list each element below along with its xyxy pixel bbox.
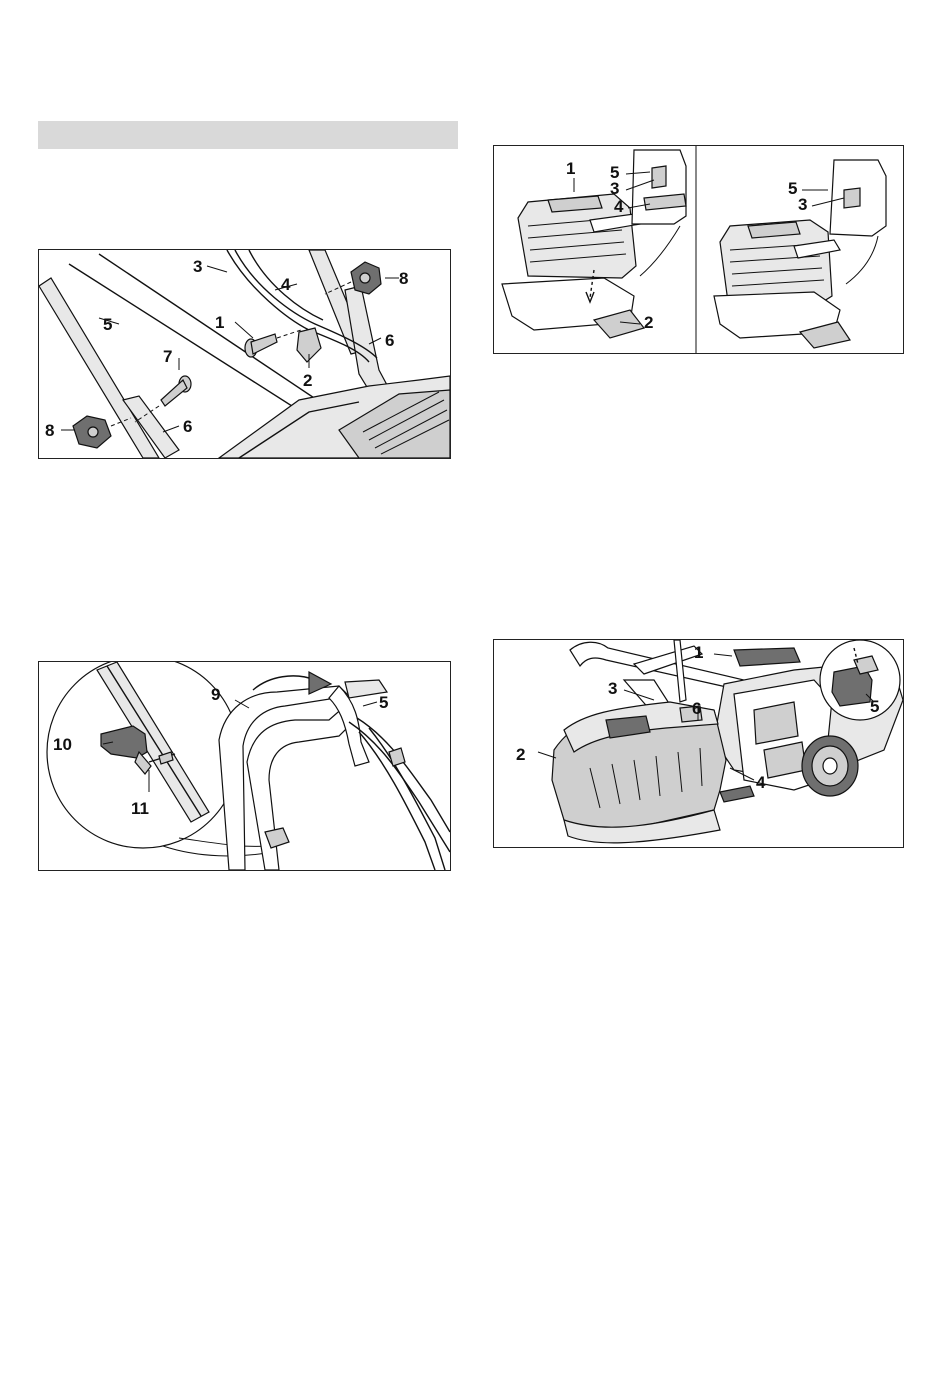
figure-grass-catcher-assembly: 1 5 3 4 2 5 3 — [493, 145, 904, 354]
callout-11: 11 — [131, 799, 149, 818]
handle-folding-callouts: 9 5 10 11 — [39, 662, 450, 870]
grass-catcher-callouts: 1 5 3 4 2 5 3 — [494, 146, 903, 353]
callout-9: 9 — [211, 685, 220, 704]
callout-1: 1 — [215, 313, 224, 332]
callout-2: 2 — [516, 745, 525, 764]
callout-8-right: 8 — [399, 269, 408, 288]
callout-5: 5 — [103, 315, 112, 334]
callout-3: 3 — [608, 679, 617, 698]
callout-4: 4 — [614, 197, 624, 216]
callout-1: 1 — [694, 643, 703, 662]
callout-6-right: 6 — [385, 331, 394, 350]
callout-6-left: 6 — [183, 417, 192, 436]
callout-6: 6 — [692, 699, 701, 718]
callout-2: 2 — [303, 371, 312, 390]
handle-assembly-callouts: 3 4 1 5 7 2 6 6 8 8 — [39, 250, 450, 458]
callout-4: 4 — [281, 275, 291, 294]
callout-5: 5 — [379, 693, 388, 712]
callout-3: 3 — [193, 257, 202, 276]
callout-5: 5 — [870, 697, 879, 716]
figure-handle-folding: 9 5 10 11 — [38, 661, 451, 871]
section-header-bar — [38, 121, 458, 149]
callout-3-right: 3 — [798, 195, 807, 214]
callout-1: 1 — [566, 159, 575, 178]
callout-10: 10 — [53, 735, 72, 754]
callout-8-left: 8 — [45, 421, 54, 440]
callout-3: 3 — [610, 179, 619, 198]
callout-2: 2 — [644, 313, 653, 332]
figure-catcher-attach: 1 3 6 2 4 5 — [493, 639, 904, 848]
callout-4: 4 — [756, 773, 766, 792]
callout-7: 7 — [163, 347, 172, 366]
catcher-attach-callouts: 1 3 6 2 4 5 — [494, 640, 903, 847]
callout-5-right: 5 — [788, 179, 797, 198]
figure-handle-assembly: 3 4 1 5 7 2 6 6 8 8 — [38, 249, 451, 459]
